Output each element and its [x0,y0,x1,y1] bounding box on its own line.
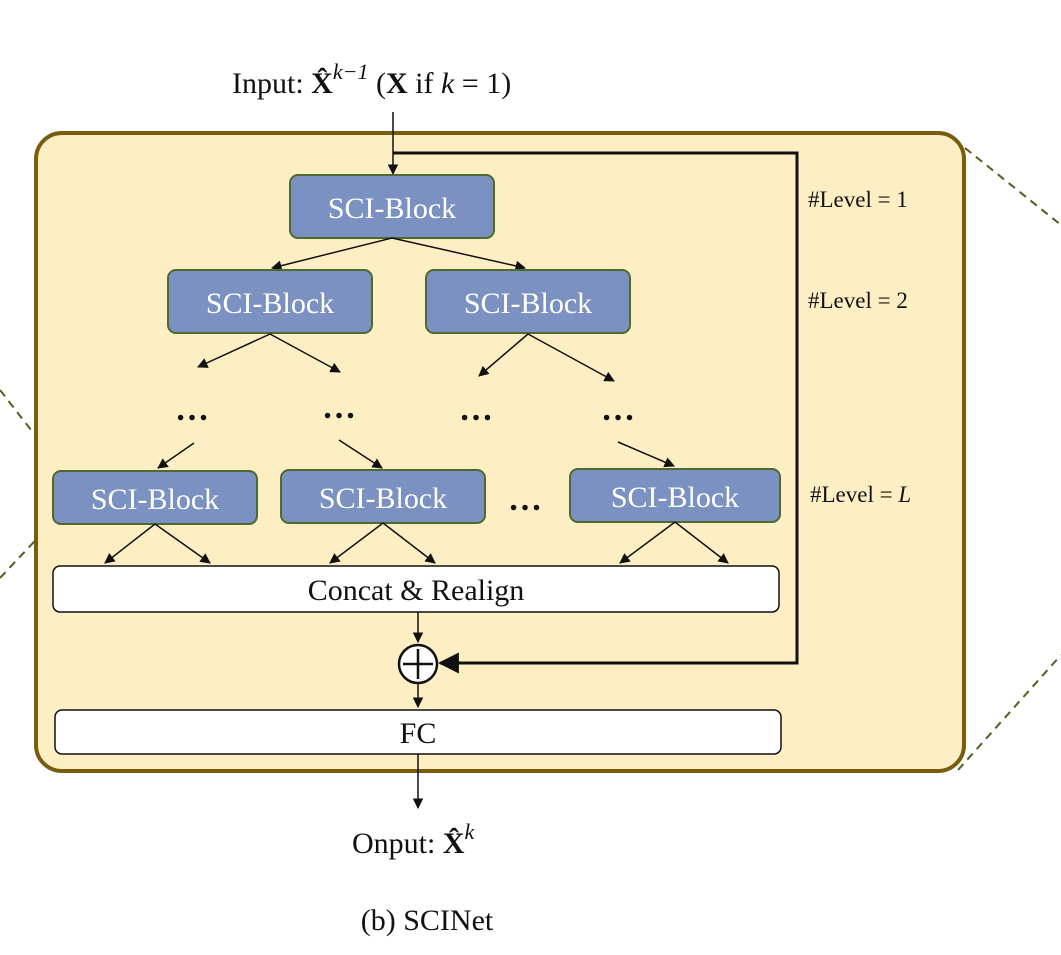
arrow-lL2-right [382,522,436,564]
arrow-lL1-left [104,523,156,564]
sci-block-level2-right: SCI-Block [425,269,631,334]
arrow-l2a-left [197,333,271,368]
output-label: Onput: X̂k [352,819,476,860]
sci-block-level1: SCI-Block [289,174,495,239]
level-L-label: #Level = L [810,482,911,507]
concat-realign-box: Concat & Realign [52,565,780,613]
arrow-lL3-left [619,521,676,564]
svg-text:FC: FC [400,717,437,750]
arrow-lL3-right [674,521,729,564]
dashed-line-top-right [964,147,1061,226]
sci-block-levelL-1: SCI-Block [52,470,258,525]
ellipsis-2: … [322,389,356,426]
ellipsis-3: … [459,391,493,428]
svg-text:SCI-Block: SCI-Block [206,287,334,320]
dashed-line-bottom-right [957,654,1061,771]
svg-text:SCI-Block: SCI-Block [91,483,219,516]
fc-box: FC [54,709,782,755]
residual-connection [393,151,799,674]
arrow-lL1-right [154,523,211,564]
svg-text:Concat & Realign: Concat & Realign [308,574,525,607]
residual-add-node [397,643,439,685]
arrow-l2b-left [478,333,529,377]
scinet-container [34,131,966,773]
arrow-l2a-right [269,333,341,373]
sci-block-levelL-3: SCI-Block [569,468,781,523]
arrow-lL2-left [329,522,384,564]
arrow-dots-4 [617,441,675,468]
sci-block-level2-left: SCI-Block [167,269,373,334]
level-2-label: #Level = 2 [808,288,908,313]
arrow-dots-1 [157,442,195,469]
ellipsis-1: … [175,391,209,428]
ellipsis-5: … [508,481,542,518]
input-label: Input: X̂k−1 (X if k = 1) [232,59,511,100]
level-1-label: #Level = 1 [808,187,908,212]
ellipsis-4: … [601,391,635,428]
arrow-l1-left [270,237,393,271]
sci-block-levelL-2: SCI-Block [280,469,486,524]
svg-text:SCI-Block: SCI-Block [319,482,447,515]
arrow-dots-2 [338,439,383,469]
arrow-l2b-right [527,333,615,382]
figure-caption: (b) SCINet [361,904,494,937]
svg-text:SCI-Block: SCI-Block [328,192,456,225]
svg-text:SCI-Block: SCI-Block [464,287,592,320]
arrow-l1-right [391,237,527,272]
svg-text:SCI-Block: SCI-Block [611,481,739,514]
